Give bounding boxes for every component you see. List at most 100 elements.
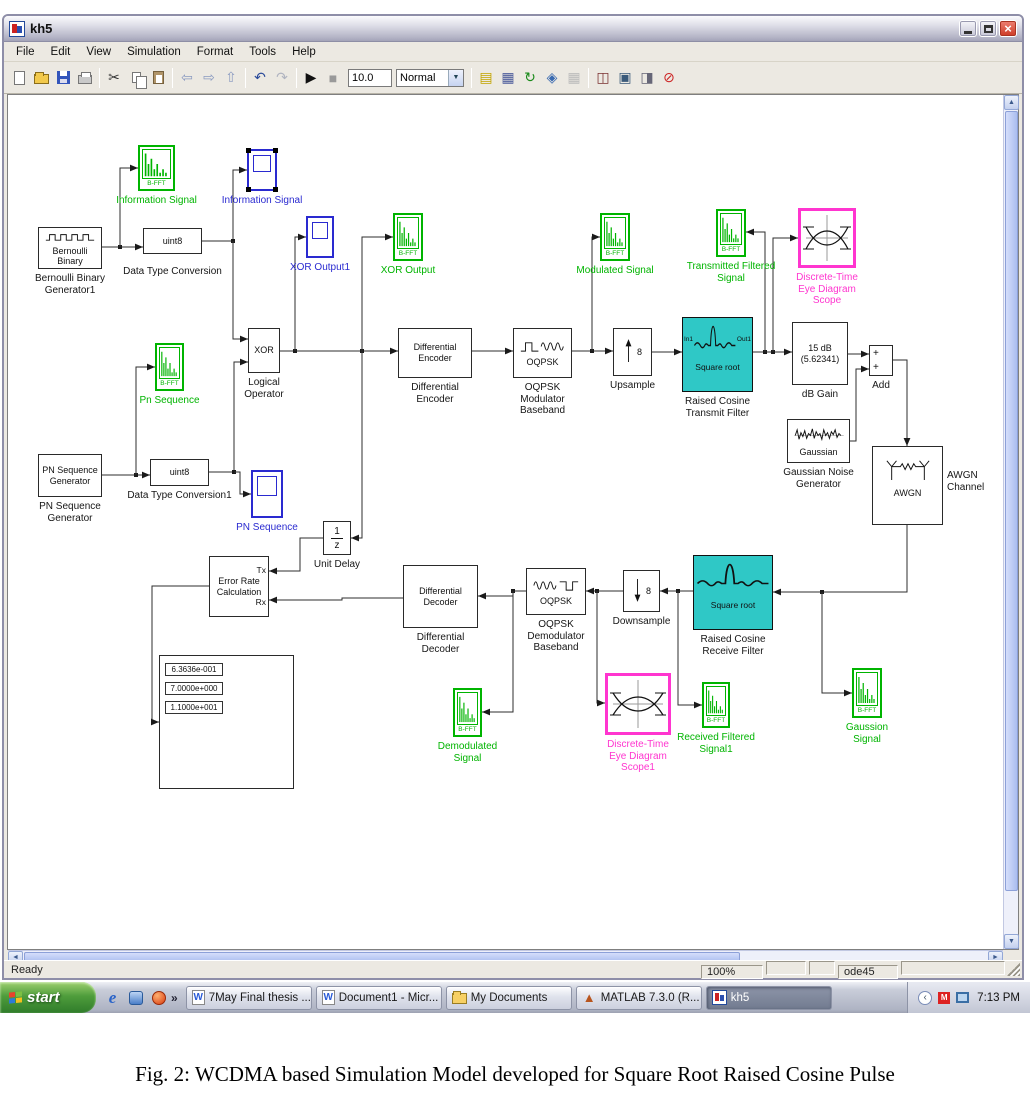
- selection-handle[interactable]: [246, 148, 251, 153]
- bfft-received-filtered-signal1[interactable]: B-FFT: [702, 682, 730, 728]
- open-icon[interactable]: [30, 67, 52, 89]
- vertical-scrollbar[interactable]: ▲ ▼: [1003, 95, 1019, 949]
- selection-handle[interactable]: [246, 187, 251, 192]
- bfft-gaussion-signal[interactable]: B-FFT: [852, 668, 882, 718]
- data-type-conversion[interactable]: uint8: [143, 228, 202, 254]
- downsample[interactable]: 8: [623, 570, 660, 612]
- bfft-demodulated-signal[interactable]: B-FFT: [453, 688, 482, 737]
- scope-xor-output1[interactable]: [306, 216, 334, 258]
- oqpsk-modulator[interactable]: OQPSK: [513, 328, 572, 378]
- play-icon[interactable]: ▶: [305, 69, 317, 85]
- forward-icon[interactable]: ⇨: [203, 69, 215, 85]
- resize-grip[interactable]: [1007, 963, 1020, 976]
- model-window-icon[interactable]: ◨: [640, 69, 654, 85]
- gaussian-noise-generator[interactable]: Gaussian: [787, 419, 850, 463]
- wire-txfilter-to-eye[interactable]: [772, 234, 798, 352]
- selection-handle[interactable]: [273, 187, 278, 192]
- eye-diagram-scope[interactable]: [798, 208, 856, 268]
- wire-gain-to-add[interactable]: [848, 350, 869, 358]
- update-diagram-icon[interactable]: ↻: [524, 69, 536, 85]
- back-icon[interactable]: ⇦: [181, 69, 193, 85]
- simulation-time-input[interactable]: [348, 68, 392, 87]
- wire-pn-branch-to-fft[interactable]: [135, 363, 155, 475]
- undo-icon[interactable]: ↶: [254, 69, 266, 85]
- wire-demodulator-to-decoder[interactable]: [478, 589, 526, 600]
- add[interactable]: ++: [869, 345, 893, 376]
- stop-icon[interactable]: ■: [328, 69, 338, 86]
- upsample[interactable]: 8: [613, 328, 652, 376]
- scroll-up-icon[interactable]: ▲: [1004, 95, 1019, 110]
- copy-icon[interactable]: [125, 67, 147, 89]
- model-explorer-icon[interactable]: ▤: [479, 69, 493, 85]
- maximize-button[interactable]: [979, 20, 997, 37]
- scope-window-icon[interactable]: ▣: [618, 69, 632, 85]
- close-button[interactable]: ×: [999, 20, 1017, 37]
- task-button-my-documents[interactable]: My Documents: [445, 985, 572, 1010]
- wire-upsample-to-txfilter[interactable]: [652, 348, 682, 356]
- scroll-down-icon[interactable]: ▼: [1004, 934, 1019, 949]
- wire-xor-to-fft[interactable]: [361, 233, 393, 351]
- paste-icon[interactable]: [147, 67, 169, 89]
- wire-txfilter-to-fft[interactable]: [746, 228, 766, 352]
- new-icon[interactable]: [8, 67, 30, 89]
- wire-xor-to-unit-delay[interactable]: [351, 351, 363, 542]
- wire-rxfilter-to-fft[interactable]: [677, 591, 702, 709]
- antivirus-tray-icon[interactable]: M: [938, 991, 951, 1004]
- data-type-conversion1[interactable]: uint8: [150, 459, 209, 486]
- menu-edit[interactable]: Edit: [50, 45, 71, 58]
- menu-format[interactable]: Format: [196, 45, 234, 58]
- wire-branch-to-information-fft[interactable]: [119, 164, 138, 247]
- table-icon[interactable]: ▦: [567, 69, 581, 85]
- save-icon[interactable]: [52, 67, 74, 89]
- wire-add-to-awgn[interactable]: [893, 359, 911, 446]
- menu-simulation[interactable]: Simulation: [127, 45, 181, 58]
- wire-bernoulli-to-conversion[interactable]: [102, 243, 143, 251]
- selection-handle[interactable]: [273, 148, 278, 153]
- task-button-matlab-7-3-0-r[interactable]: ▲MATLAB 7.3.0 (R...: [575, 985, 702, 1010]
- wire-pngen-to-conversion1[interactable]: [102, 471, 150, 479]
- wire-gaussian-to-add[interactable]: [850, 365, 869, 442]
- minimize-button[interactable]: [959, 20, 977, 37]
- wire-awgn-to-gaussion-fft[interactable]: [821, 592, 852, 697]
- stop-animation-icon[interactable]: ⊘: [663, 69, 675, 85]
- dropdown-arrow-icon[interactable]: ▼: [448, 69, 463, 86]
- menu-tools[interactable]: Tools: [249, 45, 277, 58]
- app-icon-2[interactable]: [127, 989, 144, 1006]
- wire-decoder-to-error-rate[interactable]: [269, 596, 403, 604]
- eye-diagram-scope1[interactable]: [605, 673, 671, 735]
- wire-conversion1-to-scope[interactable]: [234, 471, 251, 498]
- scope-pn-sequence[interactable]: [251, 470, 283, 518]
- wire-downsample-to-demodulator[interactable]: [586, 587, 623, 595]
- wire-rxfilter-to-downsample[interactable]: [660, 587, 693, 595]
- bfft-pn-sequence[interactable]: B-FFT: [155, 343, 184, 391]
- wire-xor-to-encoder[interactable]: [280, 347, 398, 355]
- menu-view[interactable]: View: [86, 45, 112, 58]
- xor-logical-operator[interactable]: XOR: [248, 328, 280, 373]
- vertical-scroll-thumb[interactable]: [1005, 111, 1018, 891]
- print-icon[interactable]: [74, 67, 96, 89]
- tray-chevron-icon[interactable]: ‹: [918, 990, 933, 1005]
- db-gain[interactable]: 15 dB(5.62341): [792, 322, 848, 385]
- cut-icon[interactable]: ✂: [108, 69, 120, 85]
- wire-error-rate-to-display[interactable]: [151, 585, 209, 726]
- quick-launch-overflow-icon[interactable]: »: [171, 990, 178, 1005]
- titlebar[interactable]: kh5 ×: [4, 16, 1022, 42]
- oqpsk-demodulator[interactable]: OQPSK: [526, 568, 586, 615]
- wire-downsample-to-eye1[interactable]: [596, 591, 605, 707]
- wire-demodulator-to-fft[interactable]: [482, 591, 514, 716]
- raised-cosine-receive-filter[interactable]: Square root: [693, 555, 773, 630]
- wire-unit-delay-to-error-rate[interactable]: [269, 537, 323, 575]
- start-button[interactable]: start: [0, 982, 96, 1013]
- wire-xor-to-scope1[interactable]: [294, 233, 306, 351]
- redo-icon[interactable]: ↷: [276, 69, 288, 85]
